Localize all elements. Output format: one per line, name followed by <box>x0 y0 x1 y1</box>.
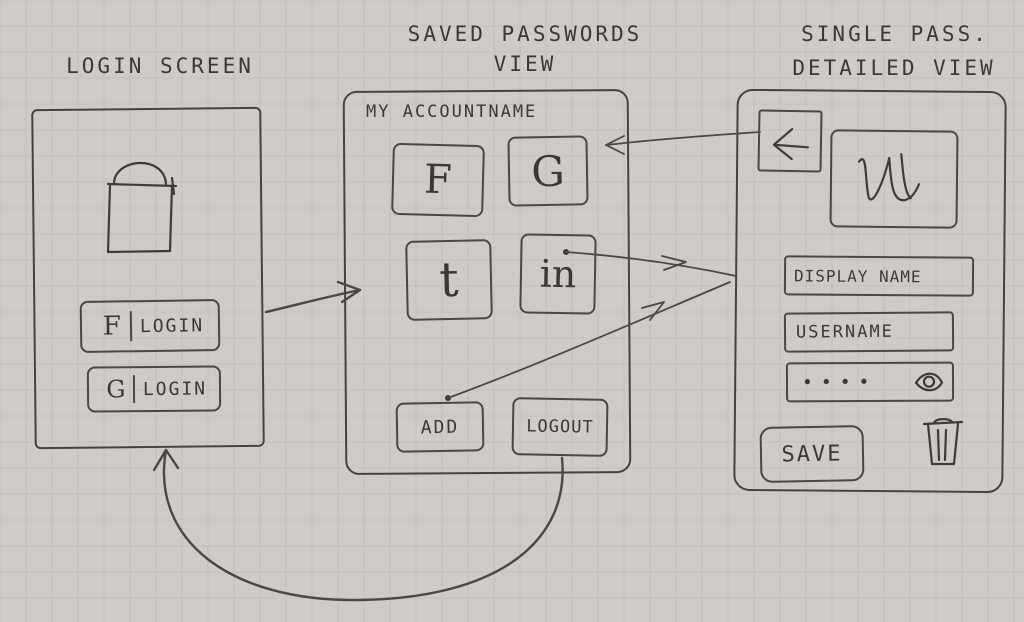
logout-button-label: LOGOUT <box>526 416 594 438</box>
back-button[interactable] <box>757 109 823 173</box>
google-login-button[interactable]: G LOGIN <box>86 365 222 413</box>
account-name: MY ACCOUNTNAME <box>366 102 538 122</box>
linkedin-tile[interactable]: in <box>519 233 597 315</box>
padlock-icon <box>106 161 178 254</box>
facebook-login-button[interactable]: F LOGIN <box>79 299 221 353</box>
save-button-label: SAVE <box>781 440 843 468</box>
logout-button[interactable]: LOGOUT <box>511 397 609 457</box>
site-logo-box <box>829 129 959 229</box>
single-pass-title-line1: SINGLE PASS. <box>801 22 989 46</box>
tumblr-icon: t <box>438 251 460 309</box>
username-label: USERNAME <box>795 321 894 343</box>
back-arrow-icon <box>772 127 809 161</box>
google-login-label: LOGIN <box>142 378 208 400</box>
username-field[interactable]: USERNAME <box>783 311 955 353</box>
add-button-label: ADD <box>420 416 460 438</box>
saved-passwords-title-line1: SAVED PASSWORDS <box>407 22 643 46</box>
add-button[interactable]: ADD <box>395 401 485 453</box>
facebook-tile[interactable]: F <box>391 142 485 218</box>
display-name-field[interactable]: DISPLAY NAME <box>783 255 975 297</box>
google-icon: G <box>100 375 136 404</box>
facebook-login-label: LOGIN <box>139 314 205 337</box>
facebook-icon: F <box>423 156 453 204</box>
save-button[interactable]: SAVE <box>759 425 865 483</box>
google-icon: G <box>530 146 566 196</box>
facebook-icon: F <box>95 311 133 342</box>
single-pass-title-line2: DETAILED VIEW <box>792 56 996 80</box>
google-tile[interactable]: G <box>507 135 589 207</box>
tumblr-tile[interactable]: t <box>405 239 493 321</box>
display-name-label: DISPLAY NAME <box>793 265 922 286</box>
saved-passwords-title-line2: VIEW <box>493 52 557 76</box>
password-field[interactable]: •••• <box>785 361 955 403</box>
password-mask: •••• <box>801 371 878 393</box>
site-logo-icon <box>858 152 921 202</box>
login-screen-title: LOGIN SCREEN <box>66 54 254 78</box>
linkedin-icon: in <box>539 251 577 297</box>
trash-icon[interactable] <box>920 416 966 468</box>
eye-icon[interactable] <box>914 371 944 393</box>
